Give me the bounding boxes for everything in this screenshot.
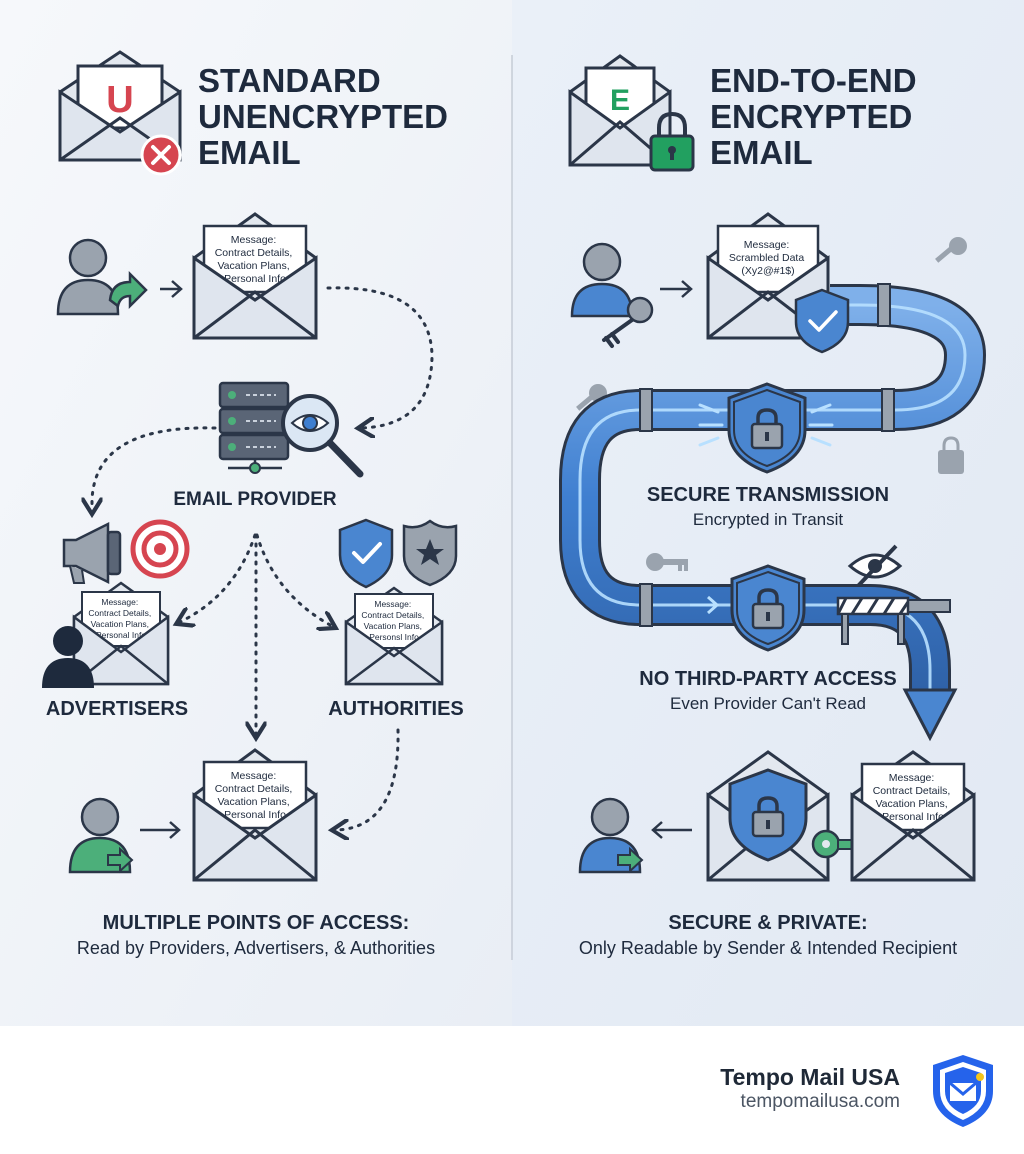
brand-shield-logo — [933, 1055, 993, 1127]
check-shield-icon — [338, 518, 394, 589]
sender-message-text: Message: Contract Details, Vacation Plan… — [215, 234, 296, 285]
no-third-party-title: NO THIRD-PARTY ACCESS — [639, 668, 896, 690]
left-title: STANDARD UNENCRYPTED EMAIL — [198, 62, 457, 171]
recipient-envelope: Message: Contract Details, Vacation Plan… — [192, 748, 318, 882]
left-summary-title: MULTIPLE POINTS OF ACCESS: — [103, 912, 410, 934]
badge-icon — [402, 519, 458, 587]
key-icon — [602, 296, 654, 348]
lock-shield-icon — [698, 382, 834, 474]
svg-text:E: E — [610, 84, 630, 117]
lock-shield-icon — [730, 564, 806, 652]
hidden-eye-icon — [847, 544, 903, 588]
svg-text:U: U — [106, 79, 133, 121]
flow-arrow — [660, 280, 693, 298]
advertisers-envelope: Message: Contract Details, Vacation Plan… — [72, 581, 170, 686]
recipient-message-text: Message: Contract Details, Vacation Plan… — [215, 770, 296, 821]
flow-to-authorities — [255, 533, 332, 626]
person-silhouette-icon — [42, 626, 94, 688]
megaphone-icon — [62, 521, 122, 585]
flow-to-provider — [326, 286, 434, 428]
check-shield-icon — [794, 288, 850, 354]
magnifier-eye-icon — [281, 394, 364, 478]
encrypted-message-text: Message: Scrambled Data (Xy2@#1$) — [729, 239, 807, 277]
right-title: END-TO-END ENCRYPTED EMAIL — [710, 62, 926, 171]
send-arrow-icon — [108, 270, 148, 310]
secure-transmission-title: SECURE TRANSMISSION — [647, 484, 889, 506]
secure-transmission-subtitle: Encrypted in Transit — [693, 510, 844, 529]
encrypted-email-icon: E — [568, 54, 672, 167]
flow-arrow-recipient — [651, 821, 692, 839]
advertisers-label: ADVERTISERS — [46, 698, 188, 720]
key-icon — [935, 237, 967, 263]
advertisers-message-text: Message: Contract Details, Vacation Plan… — [88, 597, 153, 640]
flow-arrow-recipient — [140, 821, 181, 839]
padlock-green-icon — [649, 111, 695, 172]
decrypted-message-text: Message: Contract Details, Vacation Plan… — [873, 772, 954, 823]
flow-to-advertisers-top — [92, 426, 217, 510]
decrypted-recipient-envelope: Message: Contract Details, Vacation Plan… — [850, 750, 976, 882]
key-icon — [646, 553, 688, 571]
sender-envelope: Message: Contract Details, Vacation Plan… — [192, 212, 318, 340]
no-third-party-subtitle: Even Provider Can't Read — [670, 694, 866, 713]
error-x-icon — [140, 134, 182, 176]
sender-person-icon — [56, 238, 120, 316]
target-icon — [130, 519, 190, 579]
right-summary-text: Only Readable by Sender & Intended Recip… — [579, 938, 957, 958]
brand-url[interactable]: tempomailusa.com — [740, 1091, 900, 1112]
authorities-message-text: Message: Contract Details, Vacation Plan… — [361, 599, 426, 642]
barrier-icon — [836, 596, 910, 645]
authorities-label: AUTHORITIES — [328, 698, 464, 720]
recipient-person-icon — [578, 797, 644, 874]
authorities-envelope: Message: Contract Details, Vacation Plan… — [344, 586, 444, 686]
recipient-person-icon — [68, 797, 134, 874]
flow-arrow — [160, 280, 183, 298]
footer-brand: Tempo Mail USA tempomailusa.com — [720, 1064, 900, 1114]
flow-authorities-to-recipient — [336, 728, 400, 830]
lock-icon — [938, 436, 964, 474]
locked-envelope — [706, 750, 830, 882]
email-provider-label: EMAIL PROVIDER — [173, 489, 337, 510]
left-summary-text: Read by Providers, Advertisers, & Author… — [77, 938, 435, 958]
right-summary-title: SECURE & PRIVATE: — [668, 912, 867, 934]
brand-name: Tempo Mail USA — [720, 1064, 900, 1090]
server-icon — [218, 381, 290, 474]
